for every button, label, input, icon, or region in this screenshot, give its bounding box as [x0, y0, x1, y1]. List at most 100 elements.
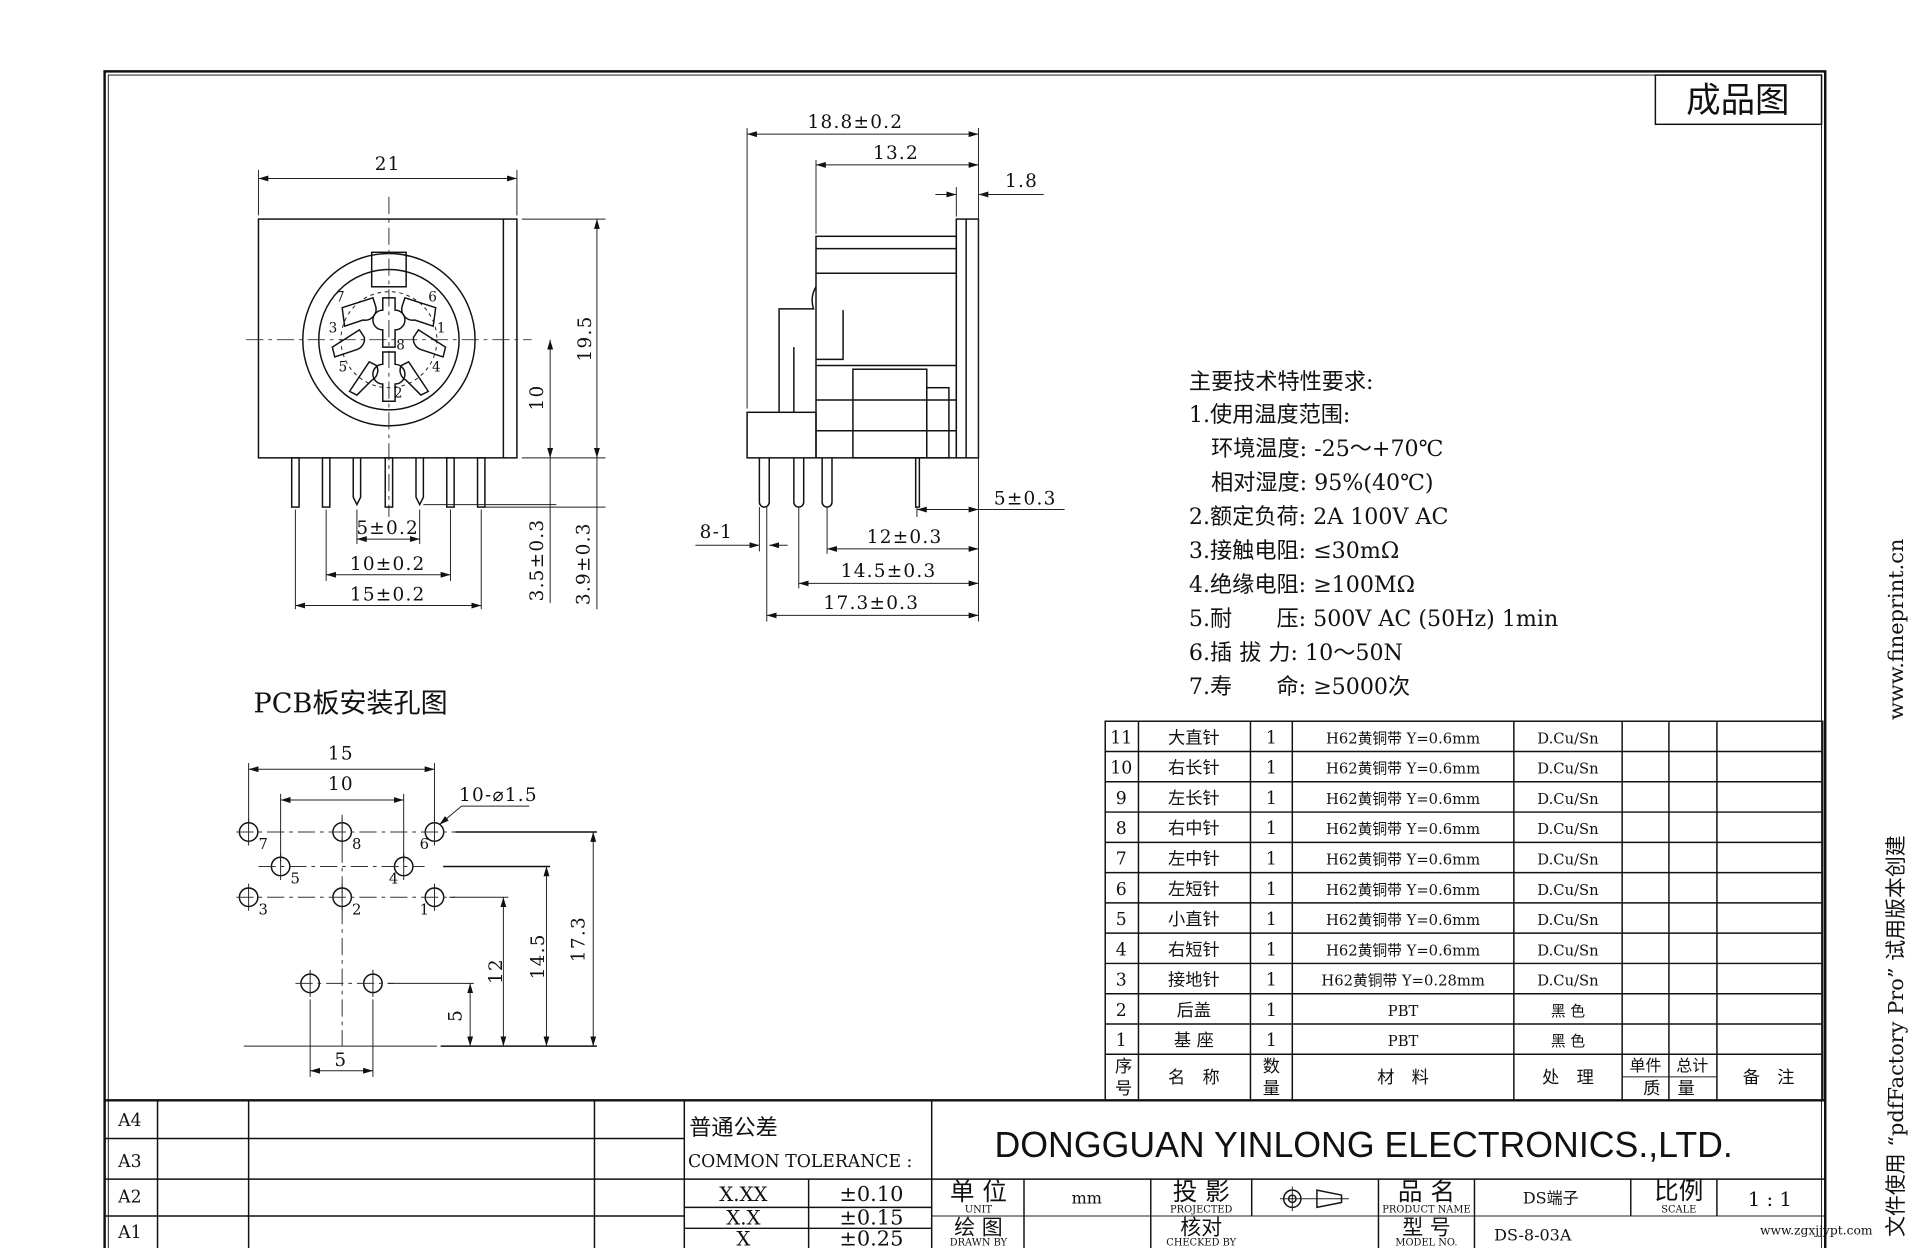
bom-cell-finish: D.Cu/Sn — [1537, 761, 1599, 778]
pcb-dim-5-vertical: 5 — [446, 1009, 467, 1022]
bom-cell-no: 8 — [1116, 819, 1127, 839]
bom-cell-qty: 1 — [1266, 759, 1277, 779]
bom-cell-no: 2 — [1116, 1001, 1127, 1021]
scale-value: 1 : 1 — [1748, 1188, 1792, 1211]
bom-cell-qty: 1 — [1266, 880, 1277, 900]
bom-cell-qty: 1 — [1266, 940, 1277, 960]
model-label: 型 号 — [1402, 1215, 1450, 1239]
bom-cell-no: 1 — [1116, 1031, 1127, 1051]
projection-label: 投 影 — [1173, 1177, 1230, 1206]
bom-cell-name: 右短针 — [1168, 940, 1220, 960]
bom-cell-name: 后盖 — [1177, 1001, 1211, 1021]
pin-label-1: 1 — [437, 320, 446, 336]
bom-cell-qty: 1 — [1266, 971, 1277, 991]
bom-cell-name: 右长针 — [1168, 759, 1220, 779]
pin-label-4: 4 — [432, 360, 441, 376]
projection-label-en: PROJECTED — [1170, 1204, 1232, 1215]
pcb-dim-15: 15 — [328, 743, 354, 764]
bom-cell-name: 左长针 — [1168, 789, 1220, 809]
first-angle-projection-icon — [1280, 1186, 1349, 1212]
pin-label-8: 8 — [396, 338, 405, 354]
pcb-dim-10: 10 — [328, 774, 354, 795]
spec-line: 1.使用温度范围: — [1189, 402, 1350, 428]
front-view: 6 7 3 1 8 5 4 2 21 19.5 10 3.5±0.3 3.9± — [246, 154, 606, 610]
pcb-hole: 3 — [238, 883, 268, 918]
watermark-link[interactable]: www.fineprint.cn — [1884, 539, 1908, 720]
watermark-text: 文件使用 “pdfFactory Pro” 试用版本创建 — [1884, 835, 1908, 1237]
bom-cell-name: 左短针 — [1168, 880, 1220, 900]
bom-cell-name: 左中针 — [1168, 849, 1220, 869]
bom-cell-no: 9 — [1116, 789, 1127, 809]
bom-cell-qty: 1 — [1266, 1001, 1277, 1021]
pcb-hole: 8 — [332, 818, 361, 853]
spec-line: 7.寿 命: ≥5000次 — [1189, 674, 1410, 700]
tolerance-label-cn: 普通公差 — [689, 1115, 778, 1141]
tolerance-value: ±0.15 — [839, 1206, 903, 1230]
pcb-dim-14-5: 14.5 — [528, 933, 549, 979]
front-pins — [290, 457, 486, 508]
bom-cell-finish: D.Cu/Sn — [1537, 942, 1599, 959]
title-block: A4 A3 A2 A1 普通公差 COMMON TOLERANCE : X.XX… — [104, 1099, 1826, 1248]
specs-lines: 1.使用温度范围: 环境温度: -25～+70℃ 相对湿度: 95%(40℃)2… — [1189, 402, 1558, 700]
spec-line: 6.插 拔 力: 10～50N — [1189, 640, 1403, 666]
scale-label: 比例 — [1654, 1176, 1703, 1205]
bom-header: 序号名 称数量材 料处 理单件总计质 量备 注 — [1115, 1056, 1794, 1099]
pcb-hole-label: 6 — [420, 836, 429, 853]
side-view: 18.8±0.2 13.2 1.8 5±0.3 12±0.3 14.5±0.3 … — [695, 112, 1065, 622]
pcb-hole: 1 — [420, 883, 445, 918]
bom-header-remark: 备 注 — [1743, 1068, 1795, 1088]
bom-cell-qty: 1 — [1266, 789, 1277, 809]
dim-12: 12±0.3 — [867, 527, 943, 548]
spec-line: 环境温度: -25～+70℃ — [1189, 436, 1444, 462]
drawn-by-label-en: DRAWN BY — [950, 1238, 1008, 1248]
revision-a1: A1 — [117, 1223, 141, 1243]
pcb-dim-17-3: 17.3 — [569, 916, 590, 962]
model-label-en: MODEL NO. — [1395, 1238, 1457, 1248]
bom-cell-name: 接地针 — [1168, 971, 1220, 991]
pcb-hole-label: 8 — [352, 836, 361, 853]
tolerance-label-en: COMMON TOLERANCE : — [688, 1152, 912, 1172]
spec-line: 相对湿度: 95%(40℃) — [1189, 470, 1434, 496]
bom-cell-name: 大直针 — [1168, 728, 1220, 748]
bom-cell-no: 6 — [1116, 880, 1127, 900]
bom-header-name: 名 称 — [1168, 1068, 1220, 1088]
bom-cell-qty: 1 — [1266, 819, 1277, 839]
tolerance-value: ±0.10 — [839, 1182, 903, 1206]
dim-pin-a: 3.5±0.3 — [527, 519, 548, 602]
bom-cell-material: PBT — [1388, 1033, 1419, 1050]
tolerance-format: X.X — [726, 1207, 760, 1230]
dim-17-3: 17.3±0.3 — [824, 593, 920, 614]
dim-width: 21 — [375, 154, 401, 175]
spec-line: 5.耐 压: 500V AC (50Hz) 1min — [1189, 606, 1558, 632]
pcb-hole-label: 3 — [258, 901, 267, 918]
bom-cell-no: 11 — [1110, 728, 1132, 748]
pin-label-3: 3 — [329, 320, 338, 336]
bom-header-no_a: 序 — [1115, 1057, 1132, 1077]
unit-value: mm — [1072, 1189, 1102, 1208]
bom-cell-material: H62黄铜带 Y=0.6mm — [1326, 942, 1480, 959]
dim-pitch-15: 15±0.2 — [350, 585, 426, 606]
pin-label-6: 6 — [428, 290, 437, 306]
dim-flange: 1.8 — [1005, 171, 1038, 192]
pcb-dim-5-horizontal: 5 — [334, 1050, 347, 1071]
bom-cell-finish: D.Cu/Sn — [1537, 912, 1599, 929]
bom-cell-qty: 1 — [1266, 910, 1277, 930]
unit-label-en: UNIT — [965, 1204, 993, 1215]
pcb-hole-spec: 10-⌀1.5 — [459, 785, 538, 806]
dim-pitch-5: 5±0.2 — [356, 518, 419, 539]
product-name-label: 品 名 — [1398, 1177, 1455, 1206]
revision-a4: A4 — [117, 1111, 141, 1131]
checked-by-label-en: CHECKED BY — [1166, 1238, 1236, 1248]
pcb-hole: 7 — [238, 818, 268, 853]
scale-label-en: SCALE — [1661, 1204, 1696, 1215]
bom-cell-name: 基 座 — [1174, 1031, 1214, 1051]
